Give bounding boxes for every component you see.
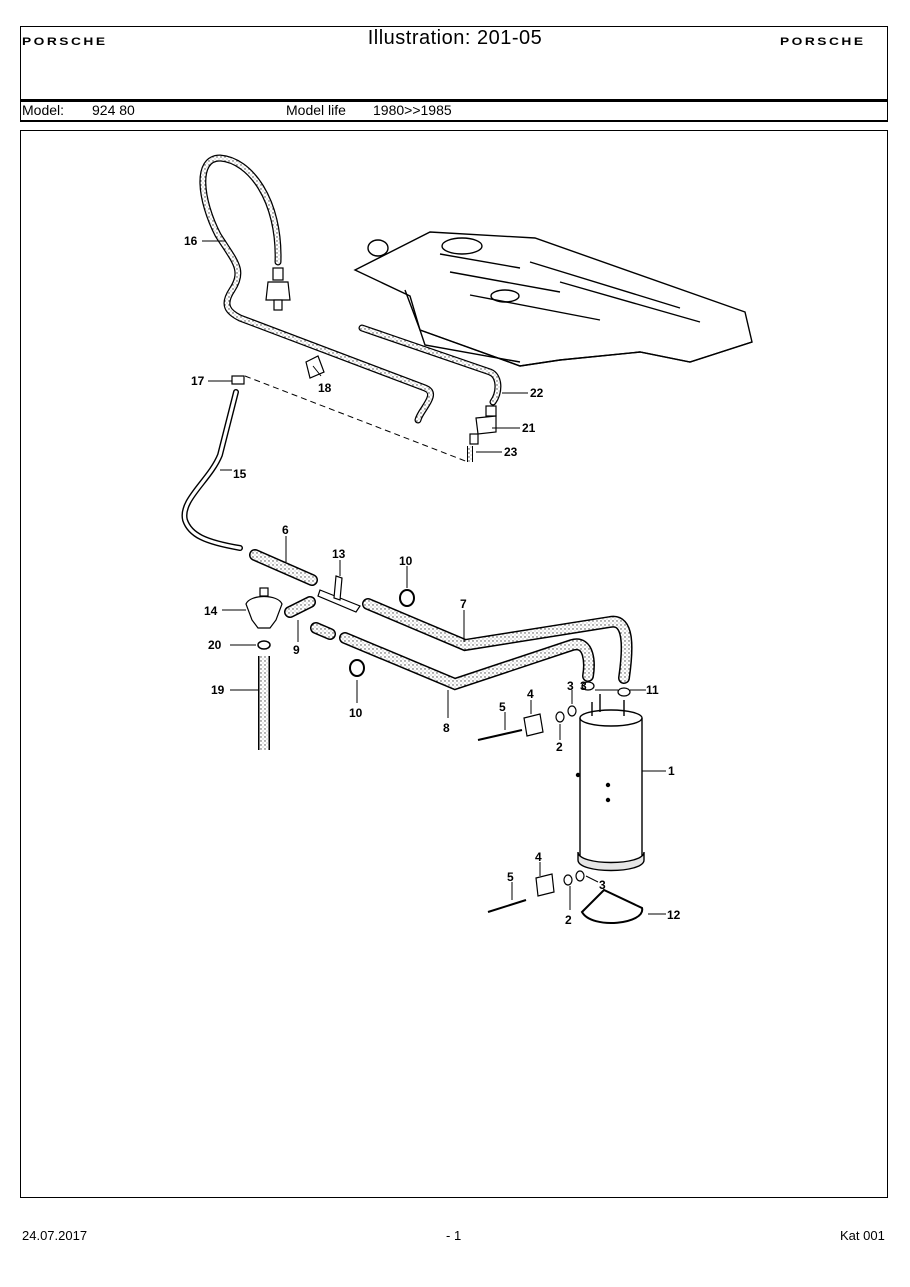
callout-11: 11 — [646, 683, 659, 697]
callout-2-upper: 2 — [556, 740, 563, 754]
clip-18 — [305, 355, 325, 379]
callout-3-upper: 3 — [567, 679, 574, 693]
callout-6: 6 — [282, 523, 289, 537]
hose-9 — [284, 596, 316, 618]
footer-date: 24.07.2017 — [22, 1228, 88, 1243]
model-divider — [20, 120, 888, 122]
washer-2-lower — [563, 874, 573, 886]
callout-10-upper: 10 — [399, 554, 413, 568]
callout-9: 9 — [293, 643, 300, 657]
callout-13: 13 — [332, 547, 346, 561]
model-value: 924 80 — [92, 102, 135, 118]
valve-14 — [245, 587, 283, 629]
callout-5-upper: 5 — [499, 700, 506, 714]
fitting-17 — [231, 375, 245, 385]
callout-8: 8 — [443, 721, 450, 735]
valve-16 — [265, 267, 291, 311]
callout-17: 17 — [191, 374, 205, 388]
ring-3-top — [581, 681, 595, 691]
callout-4-upper: 4 — [527, 687, 534, 701]
hose-16 — [199, 154, 434, 424]
callout-14: 14 — [204, 604, 218, 618]
porsche-logo-left: PORSCHE — [22, 36, 108, 48]
ring-20 — [257, 640, 271, 650]
reference-line — [244, 375, 469, 463]
model-life-label: Model life — [286, 102, 346, 118]
callout-21: 21 — [522, 421, 536, 435]
hose-6 — [249, 549, 318, 586]
callout-18: 18 — [318, 381, 332, 395]
illustration-title: Illustration: 201-05 — [367, 27, 543, 49]
footer-page-number: - 1 — [446, 1228, 462, 1243]
callout-16: 16 — [184, 234, 198, 248]
callout-19: 19 — [211, 683, 225, 697]
bracket-4-lower — [535, 873, 555, 897]
t-piece-13 — [317, 575, 361, 613]
callout-3-lower: 3 — [599, 878, 606, 892]
parts-diagram: 1 2 2 3 3 3 4 4 5 5 6 7 8 9 10 10 11 12 … — [181, 154, 753, 927]
leader-lines — [202, 240, 666, 915]
strap-12 — [580, 888, 644, 924]
callout-23: 23 — [504, 445, 518, 459]
clamp-11 — [617, 687, 631, 697]
hose-7 — [362, 598, 633, 684]
callout-7: 7 — [460, 597, 467, 611]
model-life-value: 1980>>1985 — [373, 102, 452, 118]
hose-8 — [310, 622, 595, 691]
callout-12: 12 — [667, 908, 681, 922]
fuel-tank — [353, 231, 753, 367]
callout-15: 15 — [233, 467, 247, 481]
callout-1: 1 — [668, 764, 675, 778]
callout-4-lower: 4 — [535, 850, 542, 864]
callout-3-top: 3 — [580, 679, 587, 693]
screw-5-lower — [487, 899, 527, 913]
diagram-frame — [20, 130, 888, 1198]
callout-5-lower: 5 — [507, 870, 514, 884]
model-label: Model: — [22, 102, 65, 118]
callout-22: 22 — [530, 386, 544, 400]
grommet-10-upper — [399, 589, 415, 607]
bracket-4-upper — [523, 713, 544, 737]
washer-2-upper — [555, 711, 565, 723]
callout-2-lower: 2 — [565, 913, 572, 927]
ring-3-lower — [575, 870, 585, 882]
charcoal-canister-1 — [575, 694, 645, 872]
pipe-15 — [181, 389, 243, 551]
footer-catalog: Kat 001 — [840, 1228, 885, 1243]
valve-21 — [469, 405, 497, 445]
screw-5-upper — [477, 729, 523, 741]
ring-3-upper — [567, 705, 577, 717]
grommet-10-lower — [349, 659, 365, 677]
header-divider — [20, 99, 888, 102]
callout-20: 20 — [208, 638, 222, 652]
porsche-logo-right: PORSCHE — [780, 36, 866, 48]
hose-22 — [358, 324, 502, 406]
callout-10-lower: 10 — [349, 706, 363, 720]
